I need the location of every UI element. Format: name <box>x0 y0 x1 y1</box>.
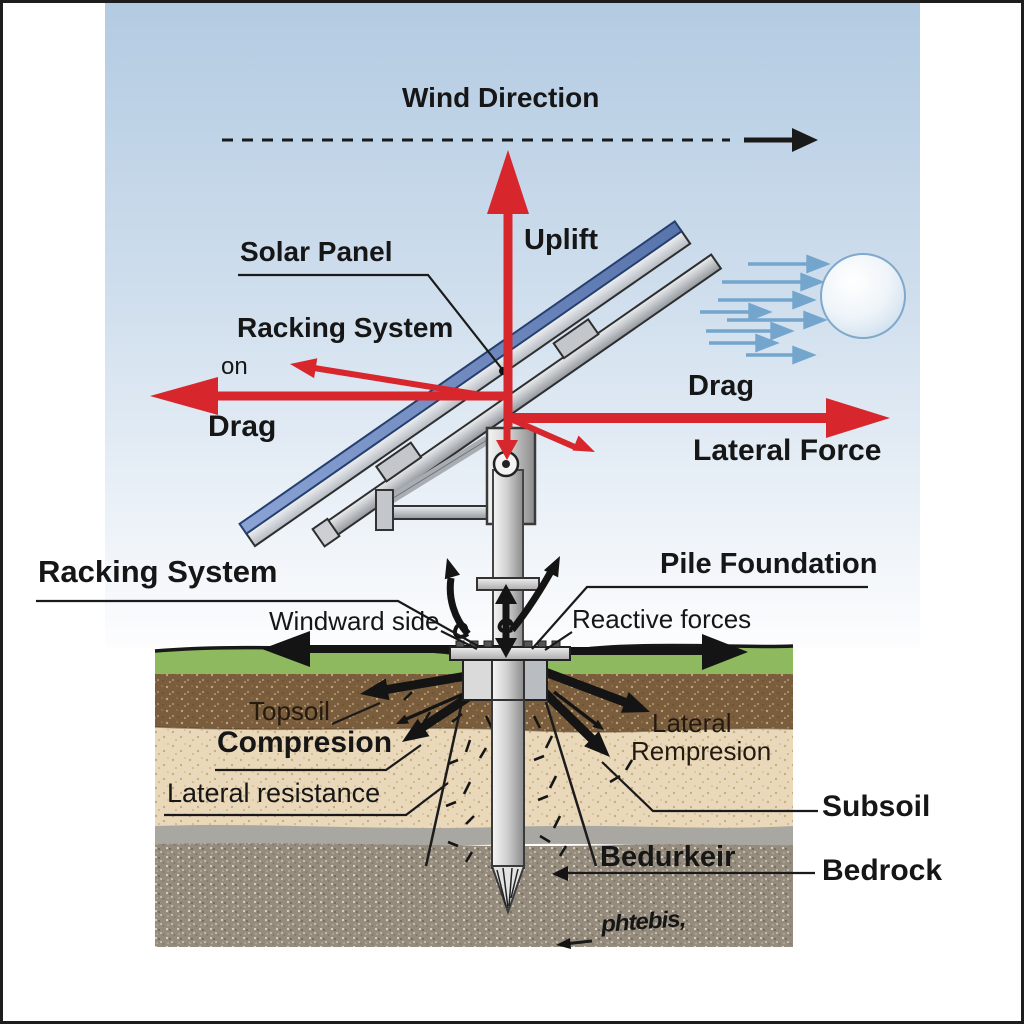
pile-reaction-arrows <box>444 556 560 658</box>
soil-debris-marks <box>403 691 634 863</box>
windward-arrowhead <box>262 631 310 667</box>
windward-side-label: Windward side <box>269 606 440 636</box>
drag-right-label: Drag <box>688 370 755 402</box>
reactive-arrowhead <box>702 634 748 670</box>
pile-foundation-label: Pile Foundation <box>660 548 878 580</box>
subsoil-label: Subsoil <box>822 790 931 823</box>
lateral-rempresion-label-line1: Lateral <box>652 708 732 738</box>
compression-label: Compresion <box>217 726 393 759</box>
wind-sphere <box>820 253 906 339</box>
normal-force-arrow <box>313 365 501 401</box>
wind-direction-arrowhead <box>792 128 818 152</box>
solar-panel-label: Solar Panel <box>240 236 393 267</box>
bedrock-layer <box>155 842 793 947</box>
lateral-rempresion-label-line2: Rempresion <box>631 736 772 766</box>
uplift-label: Uplift <box>524 224 599 256</box>
leader-lines <box>36 273 868 949</box>
down-right-force-arrow <box>511 417 579 451</box>
topsoil-layer <box>155 674 793 732</box>
mounting-pole <box>476 426 540 663</box>
pile-shaft <box>491 699 525 869</box>
panel-bracket <box>552 317 600 360</box>
wind-direction-label: Wind Direction <box>402 82 600 113</box>
lateral-resistance-label: Lateral resistance <box>167 778 381 808</box>
racking-system-top-label: Racking System <box>237 312 454 343</box>
gray-transition-layer <box>155 824 793 847</box>
wind-flow-arrows <box>700 254 831 365</box>
racking-system-bottom-label: Racking System <box>38 554 278 589</box>
solar-panel-face <box>238 220 684 536</box>
lateral-force-label: Lateral Force <box>693 434 882 467</box>
handwritten-scribble: phtebis, <box>600 905 686 937</box>
bedrock-garbled-label: Bedurkeir <box>600 841 736 873</box>
panel-bracket <box>374 441 423 483</box>
drag-left-label: Drag <box>208 410 277 443</box>
force-arrows-red <box>150 150 890 460</box>
topsoil-label: Topsoil <box>249 696 330 726</box>
influence-cone <box>403 691 634 867</box>
pile-foundation <box>449 640 571 916</box>
subsoil-layer <box>155 727 793 828</box>
on-fragment-label: on <box>221 353 248 380</box>
bedrock-label: Bedrock <box>822 854 943 887</box>
solar-panel-assembly <box>238 220 723 548</box>
reactive-forces-label: Reactive forces <box>572 604 752 634</box>
wind-direction-line <box>222 128 818 152</box>
